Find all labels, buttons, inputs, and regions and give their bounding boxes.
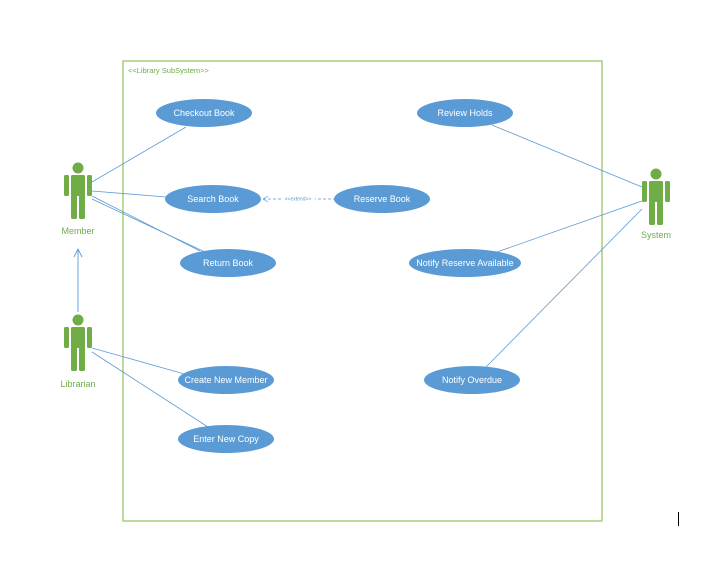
use-case-review-holds-label: Review Holds — [437, 108, 493, 118]
member-return-association — [91, 195, 201, 252]
generalization-arrowhead — [73, 247, 83, 258]
use-case-search-book-label: Search Book — [187, 194, 239, 204]
extend-arrowhead — [262, 195, 269, 203]
use-case-search-book[interactable]: Search Book — [165, 185, 261, 213]
actor-member-label: Member — [61, 226, 94, 236]
actor-librarian[interactable]: Librarian — [60, 314, 96, 390]
use-case-notify-overdue[interactable]: Notify Overdue — [424, 366, 520, 394]
use-case-notify-overdue-label: Notify Overdue — [442, 375, 502, 385]
system-boundary — [122, 60, 603, 522]
use-case-notify-reserve-available-label: Notify Reserve Available — [416, 258, 513, 268]
use-case-reserve-book[interactable]: Reserve Book — [334, 185, 430, 213]
use-case-return-book[interactable]: Return Book — [180, 249, 276, 277]
use-case-checkout-book-label: Checkout Book — [173, 108, 235, 118]
use-case-enter-new-copy[interactable]: Enter New Copy — [178, 425, 274, 453]
extend-label-background — [281, 195, 315, 202]
member-return-association-2 — [91, 198, 206, 253]
use-case-return-book-label: Return Book — [203, 258, 254, 268]
actor-member[interactable]: Member — [61, 162, 95, 237]
member-actor-icon — [64, 162, 92, 219]
use-case-reserve-book-label: Reserve Book — [354, 194, 411, 204]
actor-system-label: System — [641, 230, 671, 240]
use-case-create-new-member-label: Create New Member — [184, 375, 267, 385]
actor-librarian-label: Librarian — [60, 379, 95, 389]
member-search-association — [91, 190, 167, 198]
librarian-create-member-association — [91, 347, 189, 376]
member-checkout-association — [91, 126, 187, 183]
extend-label: <<extend>> — [285, 197, 312, 203]
use-case-checkout-book[interactable]: Checkout Book — [156, 99, 252, 127]
system-notify-reserve-association — [496, 200, 643, 253]
system-notify-overdue-association — [484, 208, 643, 369]
use-case-review-holds[interactable]: Review Holds — [417, 99, 513, 127]
librarian-enter-copy-association — [91, 351, 209, 428]
system-review-holds-association — [491, 124, 643, 188]
use-case-create-new-member[interactable]: Create New Member — [178, 366, 274, 394]
use-case-notify-reserve-available[interactable]: Notify Reserve Available — [409, 249, 521, 277]
system-boundary-label: <<Library SubSystem>> — [128, 66, 209, 75]
text-cursor — [678, 512, 679, 526]
use-case-enter-new-copy-label: Enter New Copy — [193, 434, 259, 444]
librarian-actor-icon — [64, 314, 92, 371]
system-actor-icon — [642, 168, 670, 225]
actor-system[interactable]: System — [641, 168, 671, 241]
